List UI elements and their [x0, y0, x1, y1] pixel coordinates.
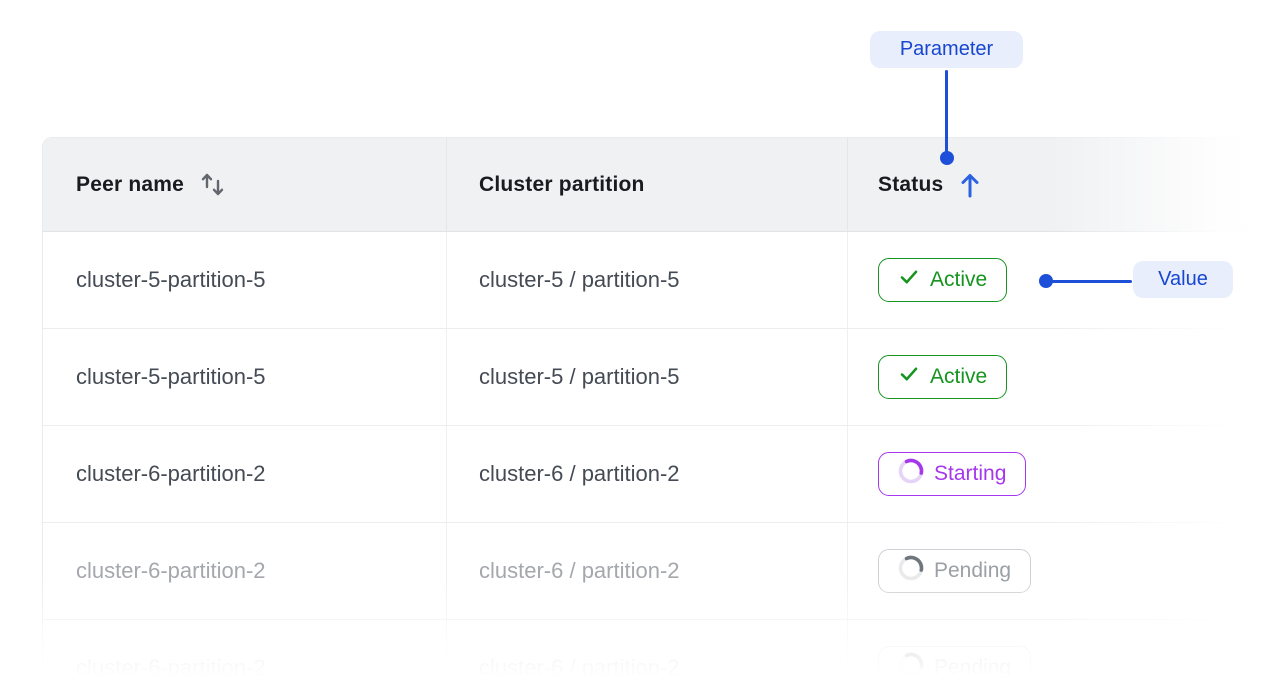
- peer-name-cell: cluster-6-partition-2: [76, 558, 266, 583]
- spinner-icon: [898, 458, 924, 490]
- table-row[interactable]: cluster-6-partition-2 cluster-6 / partit…: [43, 620, 1272, 688]
- column-header-cluster-partition[interactable]: Cluster partition: [447, 138, 848, 231]
- parameter-callout-label: Parameter: [870, 31, 1023, 68]
- sort-updown-icon: [199, 171, 226, 198]
- cluster-partition-cell: cluster-6 / partition-2: [479, 461, 680, 486]
- status-badge-label: Pending: [934, 656, 1012, 679]
- table-row[interactable]: cluster-6-partition-2 cluster-6 / partit…: [43, 426, 1272, 523]
- value-callout-label: Value: [1133, 261, 1233, 298]
- value-connector-dot: [1039, 274, 1053, 288]
- parameter-connector-line: [945, 70, 948, 152]
- spinner-icon: [898, 652, 924, 684]
- column-header-status[interactable]: Status: [848, 138, 1272, 231]
- status-badge-active: Active: [878, 258, 1008, 302]
- table-row[interactable]: cluster-5-partition-5 cluster-5 / partit…: [43, 329, 1272, 426]
- status-badge-label: Active: [930, 365, 988, 388]
- cluster-partition-cell: cluster-6 / partition-2: [479, 558, 680, 583]
- cluster-partition-cell: cluster-5 / partition-5: [479, 267, 680, 292]
- column-header-peer-name[interactable]: Peer name: [43, 138, 447, 231]
- parameter-connector-dot: [940, 151, 954, 165]
- check-icon: [898, 266, 920, 294]
- peer-name-cell: cluster-5-partition-5: [76, 267, 266, 292]
- status-badge-pending: Pending: [878, 549, 1032, 593]
- peers-table: Peer name Cluster partition Status: [42, 137, 1272, 688]
- table-header-row: Peer name Cluster partition Status: [43, 138, 1272, 232]
- value-connector-line: [1051, 280, 1132, 283]
- column-label-status: Status: [878, 172, 944, 196]
- peer-name-cell: cluster-6-partition-2: [76, 655, 266, 680]
- status-badge-active: Active: [878, 355, 1008, 399]
- status-badge-label: Pending: [934, 559, 1012, 582]
- peer-name-cell: cluster-5-partition-5: [76, 364, 266, 389]
- table-row[interactable]: cluster-6-partition-2 cluster-6 / partit…: [43, 523, 1272, 620]
- check-icon: [898, 363, 920, 391]
- peer-name-cell: cluster-6-partition-2: [76, 461, 266, 486]
- cluster-partition-cell: cluster-5 / partition-5: [479, 364, 680, 389]
- cluster-partition-cell: cluster-6 / partition-2: [479, 655, 680, 680]
- status-badge-starting: Starting: [878, 452, 1027, 496]
- status-badge-pending: Pending: [878, 646, 1032, 688]
- spinner-icon: [898, 555, 924, 587]
- column-label-cluster-partition: Cluster partition: [479, 172, 645, 196]
- sort-ascending-icon: [958, 171, 982, 199]
- status-badge-label: Starting: [934, 462, 1007, 485]
- column-label-peer-name: Peer name: [76, 172, 185, 196]
- status-badge-label: Active: [930, 268, 988, 291]
